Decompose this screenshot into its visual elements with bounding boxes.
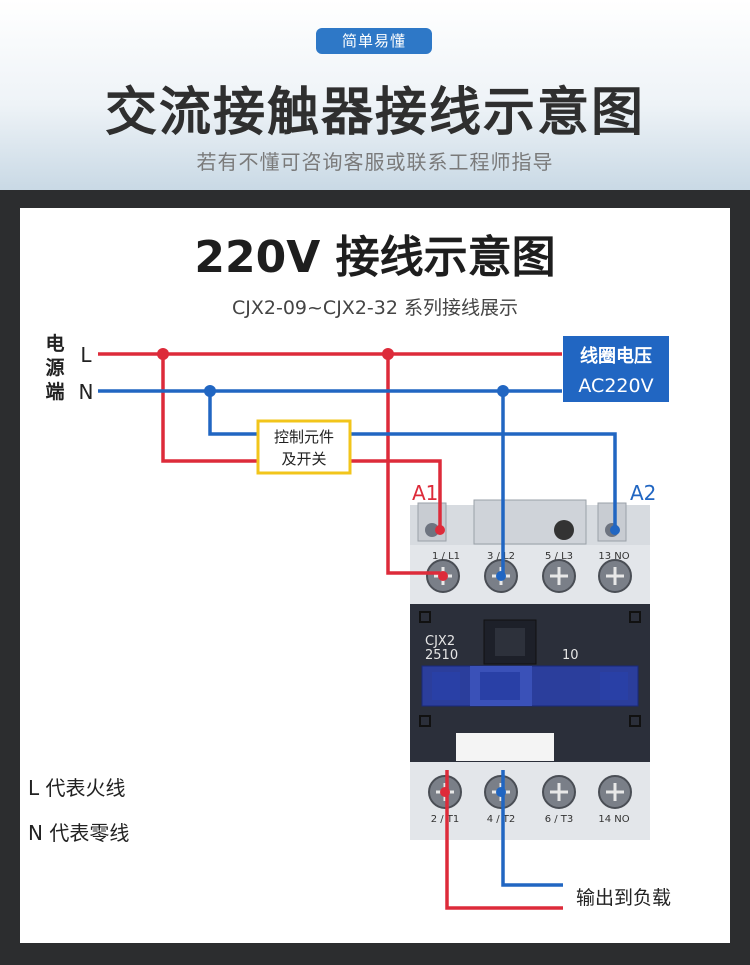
neutral-junction-2 [497, 385, 509, 397]
blank-label [456, 733, 554, 761]
contactor: 1 / L1 3 / L2 5 / L3 13 NO CJX2 2510 10 [410, 499, 650, 840]
page-subtitle: 若有不懂可咨询客服或联系工程师指导 [196, 150, 554, 174]
coil-voltage-box [563, 336, 669, 402]
coil-A1-label: A1 [412, 481, 438, 505]
line-N-label: N [79, 380, 94, 404]
live-to-L1 [386, 354, 440, 575]
coil-voltage-line1: 线圈电压 [580, 345, 652, 367]
terminal-label-L2: 3 / L2 [487, 551, 515, 562]
terminal-label-T1: 2 / T1 [431, 814, 460, 825]
coil-voltage-line2: AC220V [578, 375, 653, 397]
terminal-label-13NO: 13 NO [598, 551, 629, 562]
live-junction-2 [382, 348, 394, 360]
line-L-label: L [80, 343, 92, 367]
T2-to-load [501, 770, 563, 887]
page-title: 交流接触器接线示意图 [104, 83, 645, 143]
terminal-label-L3: 5 / L3 [545, 551, 573, 562]
live-junction-1 [157, 348, 169, 360]
easy-badge: 简单易懂 [316, 28, 432, 54]
power-label-char-1: 电 [45, 332, 64, 355]
diagram-subtitle: CJX2-09~CJX2-32 系列接线展示 [232, 297, 518, 319]
output-to-load-label: 输出到负载 [576, 887, 671, 909]
power-label-char-2: 源 [45, 356, 64, 379]
neutral-junction-1 [204, 385, 216, 397]
control-box-line2: 及开关 [281, 450, 326, 468]
T1-to-load [445, 770, 563, 910]
terminal-label-T2: 4 / T2 [487, 814, 516, 825]
diagram-title: 220V 接线示意图 [194, 232, 555, 283]
control-element-box [256, 419, 352, 475]
terminal-label-L1: 1 / L1 [432, 551, 460, 562]
control-to-A1 [350, 459, 442, 530]
terminal-label-T3: 6 / T3 [545, 814, 574, 825]
power-label-char-3: 端 [45, 380, 64, 403]
neutral-wires [98, 389, 617, 887]
neutral-to-A2 [350, 432, 617, 530]
legend-neutral: N 代表零线 [28, 821, 129, 845]
terminal-label-14NO: 14 NO [598, 814, 629, 825]
header-banner: 简单易懂 交流接触器接线示意图 若有不懂可咨询客服或联系工程师指导 [0, 0, 750, 190]
model-number: 10 [562, 648, 579, 663]
model-line-1: CJX2 [425, 634, 455, 649]
coil-A2-label: A2 [630, 481, 656, 505]
neutral-to-control [208, 391, 258, 436]
model-line-2: 2510 [425, 648, 458, 663]
control-box-line1: 控制元件 [274, 428, 334, 446]
live-wires [98, 352, 563, 910]
legend-live: L 代表火线 [28, 776, 126, 800]
coil-screw [554, 520, 574, 540]
